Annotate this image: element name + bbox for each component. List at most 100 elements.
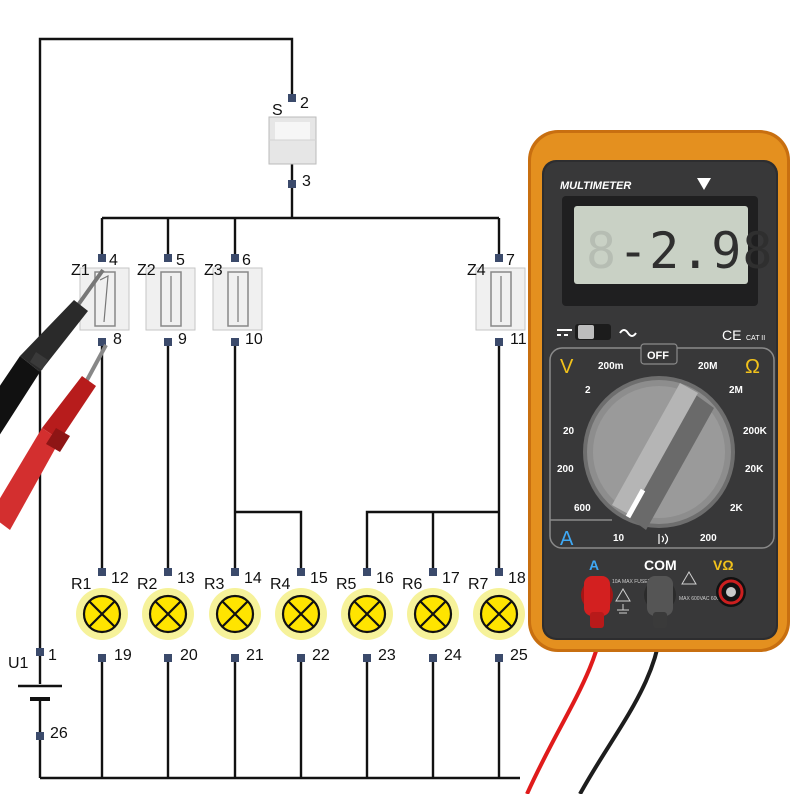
lamp-r7[interactable]: R7 — [468, 576, 525, 640]
svg-text:20: 20 — [180, 647, 198, 664]
warning-icon — [615, 571, 697, 602]
svg-text:19: 19 — [114, 647, 132, 664]
range-v-2[interactable]: 2 — [585, 385, 591, 396]
lamp-label-r7: R7 — [468, 576, 489, 593]
lamp-r4[interactable]: R4 — [270, 576, 327, 640]
svg-text:9: 9 — [178, 331, 187, 348]
battery-source[interactable]: U1 — [8, 655, 62, 701]
node-17[interactable]: 17 — [429, 568, 460, 587]
svg-text:6: 6 — [242, 252, 251, 269]
node-22[interactable]: 22 — [297, 647, 330, 664]
svg-text:10: 10 — [245, 331, 263, 348]
jack-com-note: MAX 600VAC 600VDC — [679, 596, 730, 602]
multimeter[interactable]: MULTIMETER 8 -2.98 CE CAT II V Ω A — [528, 130, 790, 652]
node-19[interactable]: 19 — [98, 647, 132, 664]
node-21[interactable]: 21 — [231, 647, 264, 664]
svg-text:15: 15 — [310, 570, 328, 587]
svg-text:4: 4 — [109, 252, 118, 269]
svg-text:25: 25 — [510, 647, 528, 664]
fuse-z4[interactable]: Z4 — [467, 262, 526, 331]
fuse-z1[interactable]: Z1 — [71, 262, 130, 331]
node-8[interactable]: 8 — [98, 331, 122, 348]
fuse-label-z2: Z2 — [137, 262, 156, 279]
svg-text:22: 22 — [312, 647, 330, 664]
voltage-mode-label: V — [560, 356, 574, 378]
jack-vohm[interactable] — [716, 577, 746, 607]
range-v-200m[interactable]: 200m — [598, 361, 624, 372]
node-2[interactable]: 2 — [288, 94, 309, 112]
node-11[interactable]: 11 — [495, 331, 527, 348]
node-15[interactable]: 15 — [297, 568, 328, 587]
dc-ac-switch[interactable] — [557, 324, 637, 340]
range-panel — [549, 343, 775, 549]
lamp-label-r6: R6 — [402, 576, 423, 593]
lcd-reading: -2.98 — [618, 222, 774, 280]
svg-text:5: 5 — [176, 252, 185, 269]
node-7[interactable]: 7 — [495, 252, 515, 269]
lamp-label-r4: R4 — [270, 576, 291, 593]
fuse-label-z1: Z1 — [71, 262, 90, 279]
fuse-label-z3: Z3 — [204, 262, 223, 279]
lamp-r1[interactable]: R1 — [71, 576, 128, 640]
node-16[interactable]: 16 — [363, 568, 394, 587]
lamp-label-r3: R3 — [204, 576, 225, 593]
node-1[interactable]: 1 — [36, 647, 57, 664]
node-18[interactable]: 18 — [495, 568, 526, 587]
fuse-z2[interactable]: Z2 — [137, 262, 196, 331]
node-3[interactable]: 3 — [288, 173, 311, 190]
range-v-20[interactable]: 20 — [563, 426, 575, 437]
range-r-2m[interactable]: 2M — [729, 385, 743, 396]
node-25[interactable]: 25 — [495, 647, 528, 664]
node-10[interactable]: 10 — [231, 331, 263, 348]
fuse-z3[interactable]: Z3 — [204, 262, 263, 331]
range-r-2k[interactable]: 2K — [730, 503, 744, 514]
lamp-r2[interactable]: R2 — [137, 576, 194, 640]
jack-com[interactable] — [644, 576, 676, 628]
svg-text:14: 14 — [244, 570, 262, 587]
svg-text:12: 12 — [111, 570, 129, 587]
svg-text:23: 23 — [378, 647, 396, 664]
switch-s[interactable]: S — [268, 102, 317, 165]
svg-text:17: 17 — [442, 570, 460, 587]
node-23[interactable]: 23 — [363, 647, 396, 664]
node-20[interactable]: 20 — [164, 647, 198, 664]
amp-mode-label: A — [560, 528, 574, 550]
node-6[interactable]: 6 — [231, 252, 251, 269]
brand-label: MULTIMETER — [560, 180, 631, 192]
range-v-200[interactable]: 200 — [557, 464, 574, 475]
node-26[interactable]: 26 — [36, 725, 68, 742]
lamp-r5[interactable]: R5 — [336, 576, 393, 640]
svg-text:18: 18 — [508, 570, 526, 587]
rotary-selector-knob[interactable] — [583, 376, 735, 530]
range-v-600[interactable]: 600 — [574, 503, 591, 514]
node-5[interactable]: 5 — [164, 252, 185, 269]
node-24[interactable]: 24 — [429, 647, 462, 664]
jack-a[interactable] — [581, 576, 613, 628]
node-4[interactable]: 4 — [98, 252, 118, 269]
source-label: U1 — [8, 655, 29, 672]
svg-text:11: 11 — [510, 331, 527, 348]
range-r-20k[interactable]: 20K — [745, 464, 764, 475]
indicator-arrow-icon — [697, 178, 711, 190]
buzzer-icon[interactable] — [658, 533, 669, 545]
lamp-r6[interactable]: R6 — [402, 576, 459, 640]
range-r-200k[interactable]: 200K — [743, 426, 768, 437]
lamp-r3[interactable]: R3 — [204, 576, 261, 640]
black-probe[interactable] — [0, 268, 105, 450]
lcd-display: 8 -2.98 — [562, 196, 774, 306]
red-probe[interactable] — [0, 344, 108, 530]
range-r-20m[interactable]: 20M — [698, 361, 717, 372]
off-label: OFF — [647, 350, 669, 362]
range-a-200[interactable]: 200 — [700, 533, 717, 544]
lamp-label-r1: R1 — [71, 576, 92, 593]
lcd-ghost-digit: 8 — [586, 222, 616, 280]
range-a-10[interactable]: 10 — [613, 533, 625, 544]
node-9[interactable]: 9 — [164, 331, 187, 348]
ce-mark: CE — [722, 327, 741, 343]
ground-icon — [617, 604, 629, 614]
node-13[interactable]: 13 — [164, 568, 195, 587]
node-12[interactable]: 12 — [98, 568, 129, 587]
svg-text:21: 21 — [246, 647, 264, 664]
node-14[interactable]: 14 — [231, 568, 262, 587]
